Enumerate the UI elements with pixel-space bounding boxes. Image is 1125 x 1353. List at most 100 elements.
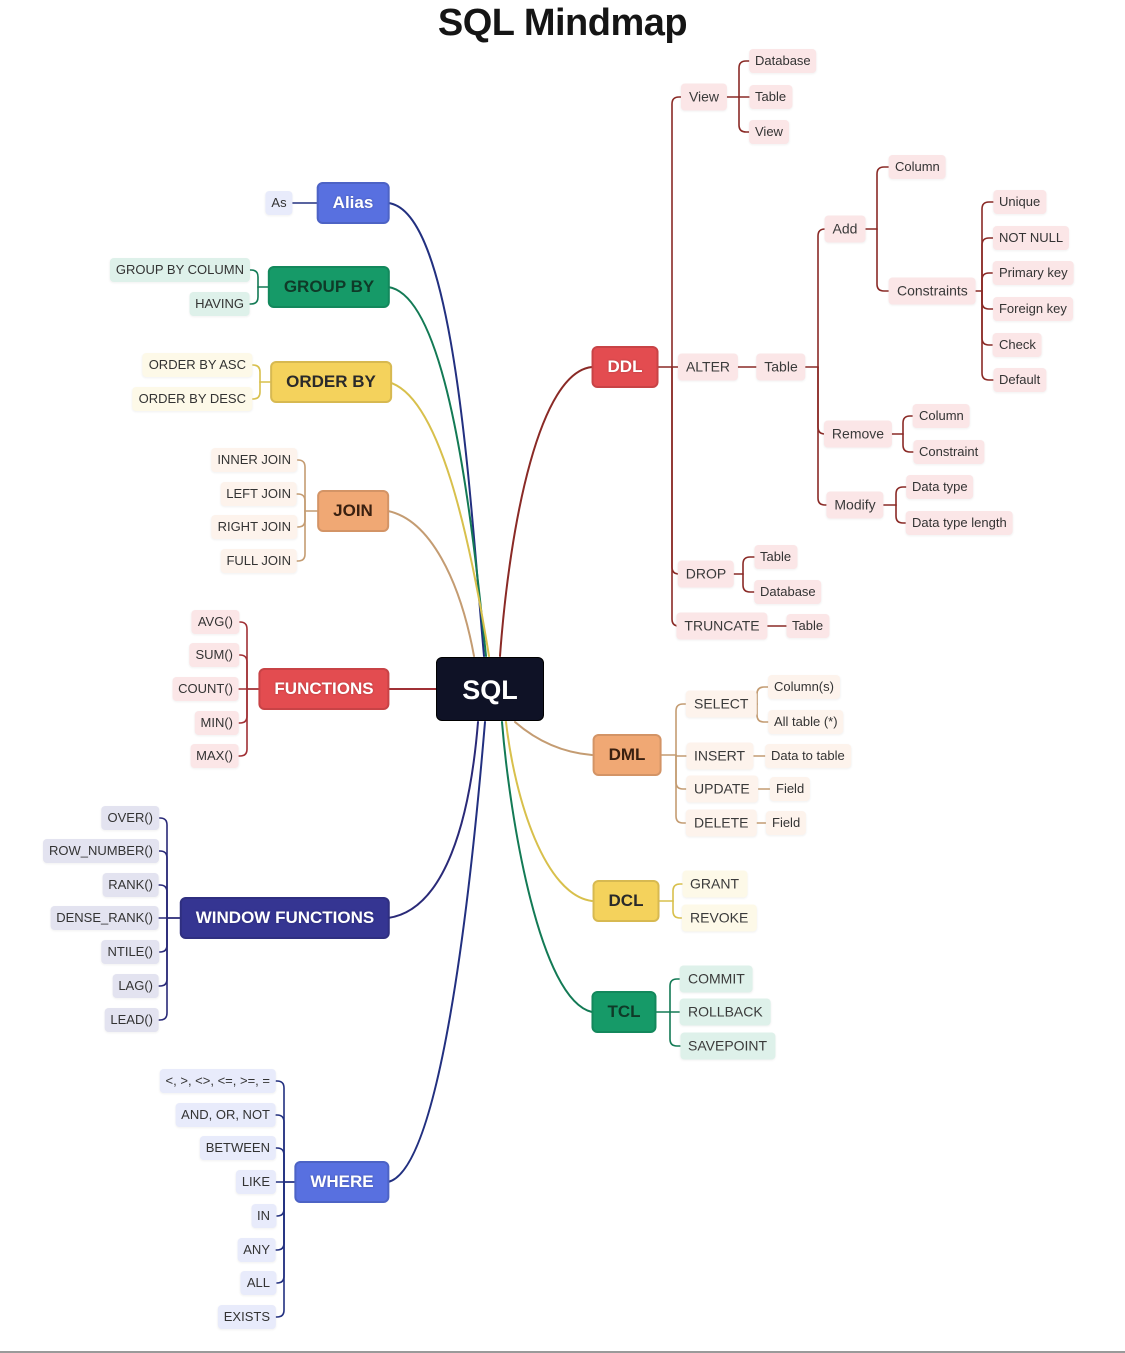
ddl-drop-database: Database (754, 580, 822, 604)
leaf-functions-min: MIN() (194, 711, 239, 735)
bracket-ddl-modify-branch (895, 504, 907, 524)
leaf-where-like: LIKE (235, 1170, 276, 1194)
bracket-ddl-constraints-branch (981, 290, 994, 310)
dml-insert-data-to-table: Data to table (765, 744, 851, 768)
dml-delete: DELETE (686, 809, 757, 837)
leaf-window-functions-dense-rank: DENSE_RANK() (50, 906, 159, 930)
leaf-window-functions-over: OVER() (101, 806, 159, 830)
bracket-functions-branch (238, 621, 248, 690)
curve-sql-to-order-by (387, 381, 490, 657)
bracket-tcl-branch (669, 978, 681, 1013)
dml-select-all-table: All table (*) (767, 710, 844, 734)
bracket-dml-branch (675, 754, 687, 790)
bracket-dml-branch (675, 703, 687, 756)
ddl-truncate: TRUNCATE (676, 612, 768, 640)
bracket-ddl-constraints-branch (981, 290, 994, 381)
root-node-sql: SQL (436, 657, 544, 721)
leaf-functions-avg: AVG() (191, 610, 239, 634)
curve-sql-to-dml (514, 721, 593, 756)
bracket-functions-branch (238, 688, 248, 724)
bracket-join-branch (296, 459, 306, 512)
ddl-alter-remove: Remove (823, 420, 893, 448)
dml-select: SELECT (686, 690, 757, 718)
tcl-savepoint: SAVEPOINT (680, 1032, 776, 1060)
bracket-group-by-branch (249, 269, 259, 288)
leaf-functions-max: MAX() (190, 744, 239, 768)
bracket-ddl-table-branch (817, 366, 828, 506)
curve-sql-to-ddl (499, 366, 593, 657)
ddl-truncate-table: Table (785, 614, 830, 638)
ddl-add-column: Column (888, 155, 946, 179)
dml-update-field: Field (770, 777, 811, 801)
bracket-where-branch (275, 1181, 285, 1284)
leaf-order-by-order-by-desc: ORDER BY DESC (132, 387, 252, 411)
bottom-divider (0, 1351, 1125, 1353)
bracket-ddl-branch (671, 96, 682, 368)
bracket-where-branch (275, 1181, 285, 1217)
ddl-view: View (680, 83, 728, 111)
ddl-drop-table: Table (753, 545, 798, 569)
bracket-ddl-branch (671, 366, 680, 627)
bracket-window-functions-branch (158, 917, 168, 953)
ddl-alter-modify: Modify (826, 491, 884, 519)
category-functions: FUNCTIONS (258, 668, 390, 710)
leaf-alias-as: As (265, 191, 293, 215)
bracket-ddl-modify-branch (895, 486, 907, 506)
bracket-ddl-constraints-branch (981, 272, 994, 292)
category-dml: DML (592, 734, 662, 776)
bracket-window-functions-branch (158, 884, 168, 919)
leaf-where-in: IN (251, 1204, 276, 1228)
leaf-where-exists: EXISTS (217, 1305, 276, 1329)
ddl-constraint-unique: Unique (992, 190, 1047, 214)
bracket-group-by-branch (249, 286, 259, 305)
leaf-join-left-join: LEFT JOIN (220, 482, 297, 506)
bracket-where-branch (275, 1147, 285, 1183)
bracket-dcl-branch (672, 883, 683, 902)
bracket-window-functions-branch (158, 917, 168, 1021)
leaf-window-functions-rank: RANK() (102, 873, 159, 897)
ddl-constraint-primary-key: Primary key (993, 261, 1074, 285)
bracket-join-branch (296, 510, 306, 528)
ddl-remove-constraint: Constraint (913, 440, 985, 464)
bracket-functions-branch (238, 654, 248, 690)
curve-sql-to-window-functions (387, 721, 479, 919)
curve-sql-to-tcl (501, 721, 593, 1013)
leaf-window-functions-row-number: ROW_NUMBER() (43, 839, 159, 863)
bracket-ddl-constraints-branch (981, 290, 994, 346)
leaf-where-any: ANY (237, 1238, 276, 1262)
bracket-where-branch (275, 1080, 285, 1183)
tcl-rollback: ROLLBACK (679, 998, 771, 1026)
bracket-ddl-add-branch (876, 166, 890, 230)
bracket-ddl-drop-branch (742, 556, 755, 575)
ddl-constraint-default: Default (992, 368, 1047, 392)
category-alias: Alias (316, 182, 390, 224)
leaf-join-full-join: FULL JOIN (220, 549, 297, 573)
bracket-ddl-remove-branch (902, 433, 914, 453)
bracket-dcl-branch (672, 900, 683, 919)
bracket-join-branch (296, 493, 306, 512)
leaf-where-op: <, >, <>, <=, >=, = (159, 1069, 276, 1093)
ddl-constraint-not-null: NOT NULL (993, 226, 1070, 250)
dml-delete-field: Field (766, 811, 807, 835)
bracket-ddl-table-branch (817, 228, 826, 368)
ddl-alter-table: Table (756, 353, 806, 381)
bracket-ddl-view-branch (738, 96, 750, 133)
bracket-ddl-constraints-branch (981, 237, 994, 292)
ddl-remove-column: Column (912, 404, 970, 428)
dcl-grant: GRANT (682, 870, 747, 898)
ddl-add-constraints: Constraints (889, 277, 976, 305)
leaf-window-functions-lead: LEAD() (104, 1008, 159, 1032)
bracket-where-branch (275, 1114, 285, 1183)
category-where: WHERE (294, 1161, 390, 1203)
leaf-functions-sum: SUM() (189, 643, 239, 667)
ddl-view-table: Table (748, 85, 793, 109)
leaf-where-and-or-not: AND, OR, NOT (175, 1103, 276, 1127)
category-window-functions: WINDOW FUNCTIONS (179, 897, 391, 939)
leaf-where-between: BETWEEN (199, 1136, 276, 1160)
bracket-order-by-branch (251, 381, 261, 400)
dml-update: UPDATE (686, 775, 758, 803)
category-ddl: DDL (591, 346, 659, 388)
category-dcl: DCL (592, 880, 660, 922)
leaf-where-all: ALL (240, 1271, 276, 1295)
